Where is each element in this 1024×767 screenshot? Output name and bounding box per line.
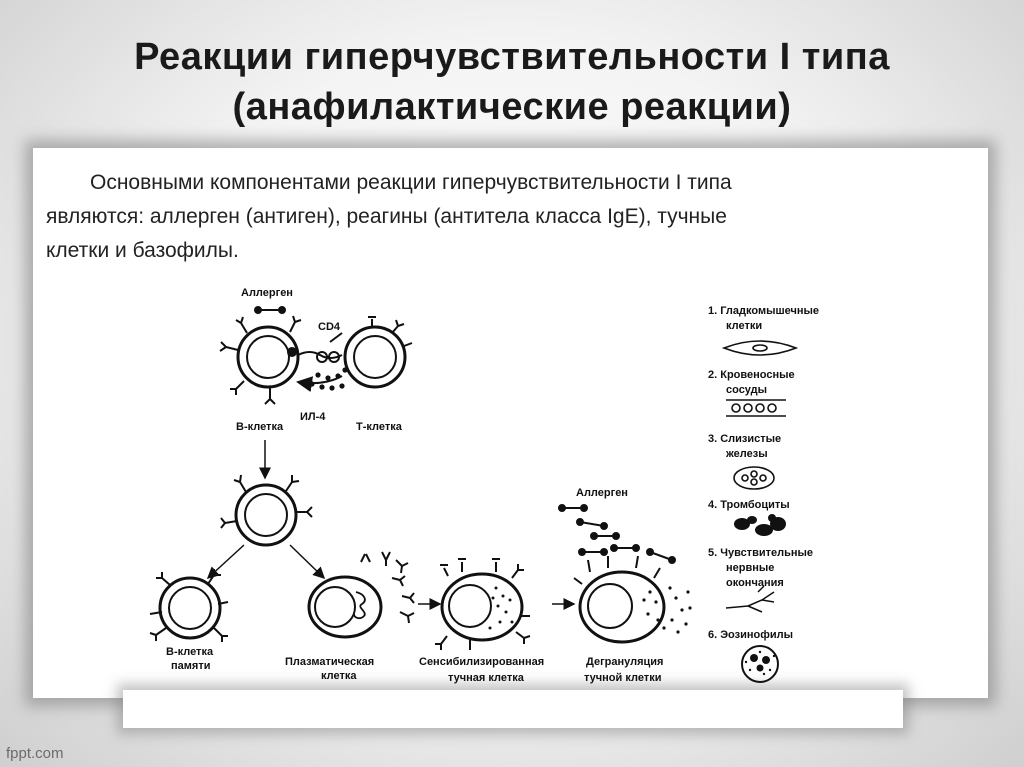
target-3-line-2: железы bbox=[725, 448, 768, 460]
intro-line-3: клетки и базофилы. bbox=[46, 239, 239, 262]
il4-dots bbox=[309, 367, 348, 391]
il4-arrow bbox=[296, 375, 343, 393]
target-1-line-2: клетки bbox=[726, 320, 762, 332]
released-granules bbox=[642, 586, 692, 634]
intro-paragraph: Основными компонентами реакции гиперчувс… bbox=[46, 166, 976, 268]
secreted-ige-antibodies bbox=[381, 551, 415, 624]
eosinophil-icon bbox=[741, 645, 779, 683]
intro-line-1: Основными компонентами реакции гиперчувс… bbox=[90, 171, 732, 194]
intro-line-2: являются: аллерген (антиген), реагины (а… bbox=[46, 205, 727, 228]
plasma-cell-label-1: Плазматическая bbox=[285, 656, 374, 668]
allergen-label-right: Аллерген bbox=[576, 487, 628, 499]
arrow-to-plasma bbox=[289, 544, 326, 580]
degranulation-label-2: тучной клетки bbox=[584, 672, 661, 684]
sensitized-label-1: Сенсибилизированная bbox=[419, 656, 544, 668]
memory-cell-label-1: В-клетка bbox=[166, 646, 214, 658]
bridging-allergens bbox=[558, 504, 676, 564]
target-4-line-1: 4. Тромбоциты bbox=[708, 499, 790, 511]
target-6-line-1: 6. Эозинофилы bbox=[708, 629, 793, 641]
mucous-gland-icon bbox=[733, 466, 775, 490]
target-1-line-1: 1. Гладкомышечные bbox=[708, 305, 819, 317]
blood-vessel-icon bbox=[726, 399, 786, 417]
allergen-label-top: Аллерген bbox=[241, 287, 293, 299]
target-2-line-2: сосуды bbox=[726, 384, 767, 396]
footer-watermark: fppt.com bbox=[6, 745, 64, 762]
content-panel bbox=[33, 148, 988, 698]
sensitized-label-2: тучная клетка bbox=[448, 672, 525, 684]
sensitized-mast-cell bbox=[435, 558, 531, 650]
target-list: 1. Гладкомышечные клетки 2. Кровеносные … bbox=[708, 305, 819, 683]
content-panel-tab bbox=[123, 690, 903, 728]
cd4-receptor-complex bbox=[287, 332, 343, 363]
memory-cell-label-2: памяти bbox=[171, 660, 210, 672]
il4-label: ИЛ-4 bbox=[300, 411, 326, 423]
nerve-endings-icon bbox=[725, 585, 775, 613]
degranulating-mast-cell bbox=[573, 555, 666, 644]
activated-b-cell bbox=[220, 474, 313, 547]
t-cell-label: Т-клетка bbox=[356, 421, 403, 433]
target-3-line-1: 3. Слизистые bbox=[708, 433, 781, 445]
degranulation-label-1: Дегрануляция bbox=[586, 656, 663, 668]
plasma-cell bbox=[307, 553, 383, 639]
memory-b-cell bbox=[149, 569, 229, 642]
plasma-cell-label-2: клетка bbox=[321, 670, 357, 682]
b-cell bbox=[219, 315, 302, 405]
slide-title: Реакции гиперчувствительности I типа (ан… bbox=[0, 32, 1024, 132]
target-2-line-1: 2. Кровеносные bbox=[708, 369, 795, 381]
platelets-icon bbox=[734, 514, 786, 536]
title-line-1: Реакции гиперчувствительности I типа bbox=[134, 36, 890, 78]
smooth-muscle-icon bbox=[721, 340, 799, 356]
target-5-line-2: нервные bbox=[726, 562, 774, 574]
title-line-2: (анафилактические реакции) bbox=[232, 86, 792, 128]
t-cell bbox=[343, 316, 413, 389]
target-5-line-1: 5. Чувствительные bbox=[708, 547, 813, 559]
mast-cell-granules-1 bbox=[488, 586, 514, 630]
cd4-label: CD4 bbox=[318, 321, 341, 333]
target-5-line-3: окончания bbox=[726, 577, 784, 589]
allergen-molecule bbox=[254, 306, 286, 314]
b-cell-label: В-клетка bbox=[236, 421, 284, 433]
